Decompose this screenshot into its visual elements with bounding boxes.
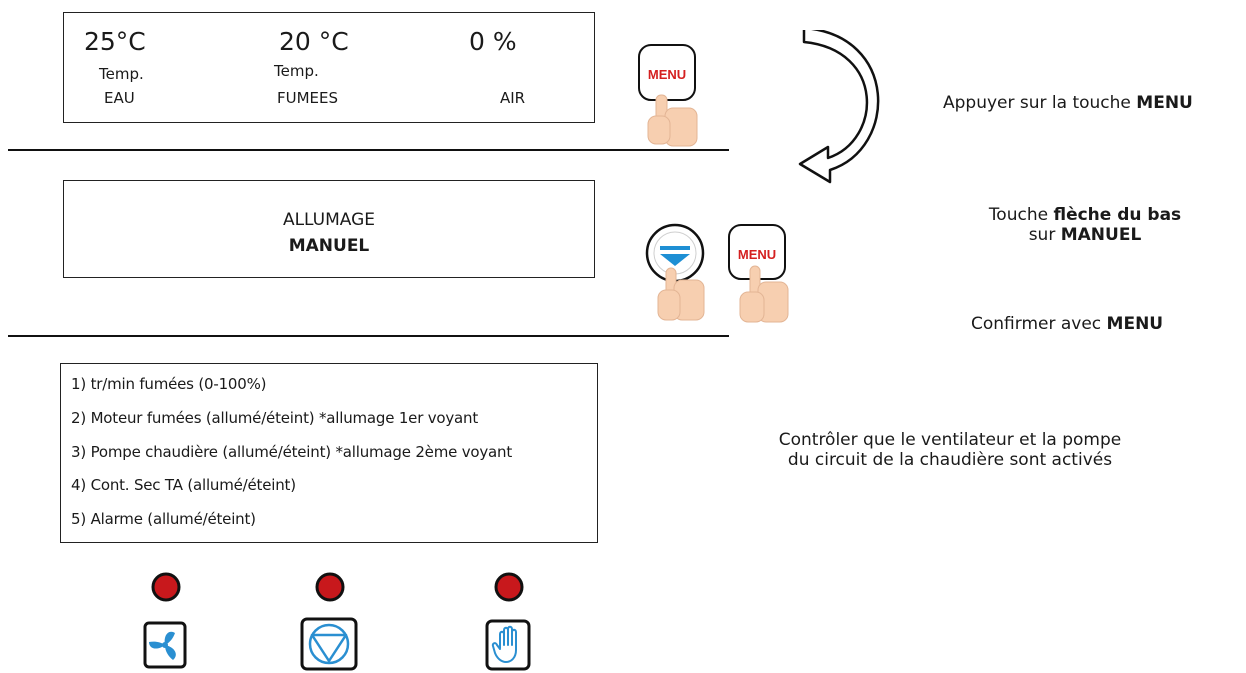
curved-arrow-icon	[798, 30, 880, 184]
instruction-step-1-text: Appuyer sur la touche	[943, 93, 1137, 113]
down-arrow-icon	[660, 246, 690, 266]
air-value: 0 %	[469, 27, 517, 56]
fumes-label: FUMEES	[277, 89, 339, 107]
down-arrow-button[interactable]	[644, 222, 710, 322]
menu-confirm-label: MENU	[738, 247, 776, 262]
separator-2	[8, 335, 729, 337]
pointing-hand-icon	[647, 94, 698, 147]
display-manual-list: 1) tr/min fumées (0-100%) 2) Moteur fumé…	[60, 363, 598, 543]
menu-button[interactable]: MENU	[636, 40, 702, 148]
display-allumage-line1: ALLUMAGE	[282, 210, 376, 230]
fan-icon	[143, 621, 187, 669]
instruction-step-2: Touche flèche du bas sur MANUEL	[955, 205, 1215, 245]
instruction-step-4-line2: du circuit de la chaudière sont activés	[787, 450, 1113, 470]
pointing-hand-icon	[739, 265, 789, 323]
air-label: AIR	[500, 89, 526, 107]
fumes-temp-label: Temp.	[274, 62, 319, 80]
list-item: 1) tr/min fumées (0-100%)	[71, 375, 267, 393]
instruction-step-2-bold: flèche du bas	[1053, 205, 1182, 225]
display-allumage-line2: MANUEL	[288, 236, 370, 256]
instruction-step-4-line1: Contrôler que le ventilateur et la pompe	[778, 430, 1122, 450]
menu-button-confirm[interactable]: MENU	[726, 222, 792, 324]
list-item: 5) Alarme (allumé/éteint)	[71, 510, 256, 528]
instruction-step-3: Confirmer avec MENU	[971, 314, 1163, 334]
pointing-hand-icon	[657, 267, 705, 321]
list-item: 3) Pompe chaudière (allumé/éteint) *allu…	[71, 443, 513, 461]
instruction-step-4: Contrôler que le ventilateur et la pompe…	[720, 430, 1180, 470]
instruction-step-2-text: Touche	[988, 205, 1054, 225]
led-2	[315, 572, 345, 602]
instruction-step-2b-bold: MANUEL	[1060, 225, 1142, 245]
pump-icon	[300, 617, 358, 671]
led-3	[494, 572, 524, 602]
display-allumage: ALLUMAGE MANUEL	[63, 180, 595, 278]
display-temperatures: 25°C Temp. EAU 20 °C Temp. FUMEES 0 % AI…	[63, 12, 595, 123]
instruction-step-3-text: Confirmer avec	[971, 314, 1107, 334]
menu-button-label: MENU	[648, 67, 686, 82]
water-label: EAU	[104, 89, 135, 107]
separator-1	[8, 149, 729, 151]
instruction-step-1-bold: MENU	[1136, 93, 1193, 113]
list-item: 2) Moteur fumées (allumé/éteint) *alluma…	[71, 409, 479, 427]
instruction-step-2b-text: sur	[1028, 225, 1061, 245]
water-temp-label: Temp.	[99, 65, 144, 83]
hand-icon	[485, 619, 531, 671]
led-1	[151, 572, 181, 602]
fumes-temp-value: 20 °C	[279, 27, 349, 56]
water-temp-value: 25°C	[84, 27, 146, 56]
list-item: 4) Cont. Sec TA (allumé/éteint)	[71, 476, 296, 494]
instruction-step-3-bold: MENU	[1106, 314, 1164, 334]
instruction-step-1: Appuyer sur la touche MENU	[943, 93, 1193, 113]
